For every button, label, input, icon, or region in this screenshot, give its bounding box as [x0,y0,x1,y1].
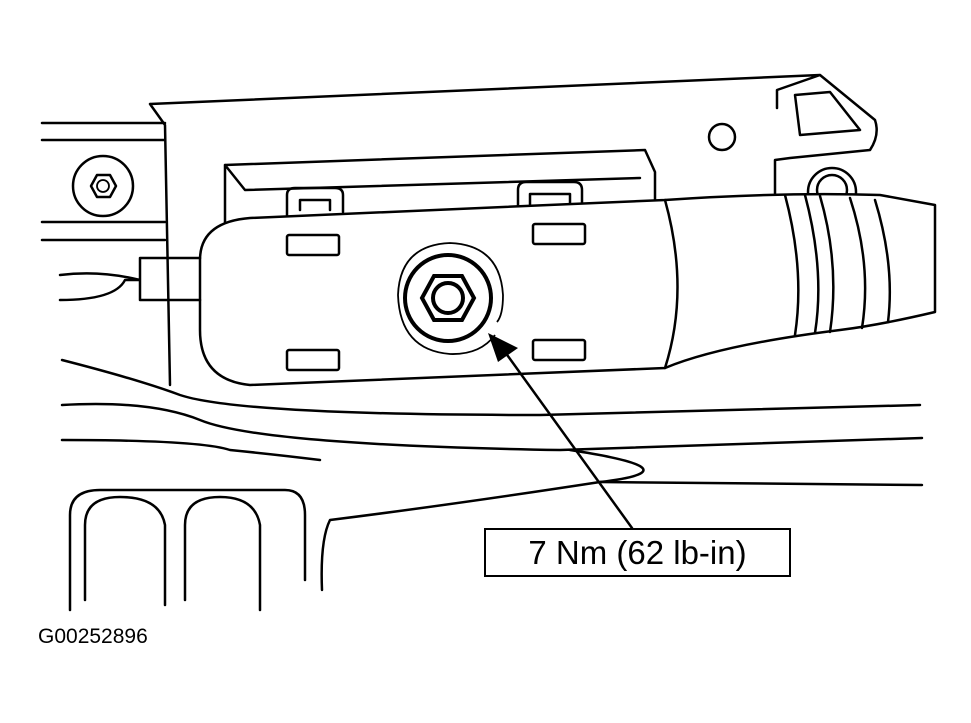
leader-arrow [488,333,634,530]
clip-1 [285,186,345,217]
torque-callout: 7 Nm (62 lb-in) [484,528,791,577]
bracket [148,73,878,387]
connector-cable [58,256,202,302]
slots [285,222,587,372]
module-bands [663,193,892,370]
frame-lines [60,358,924,592]
module-recess [223,148,657,227]
lower-loops [68,488,307,612]
nut-fastener [397,242,504,355]
bracket-hole [707,122,737,152]
figure-id: G00252896 [38,625,148,648]
hex-bolt-left [71,154,135,218]
clip-2 [516,180,584,210]
module-body [198,192,937,387]
frame-line [598,480,924,487]
rail-lines [40,121,167,242]
